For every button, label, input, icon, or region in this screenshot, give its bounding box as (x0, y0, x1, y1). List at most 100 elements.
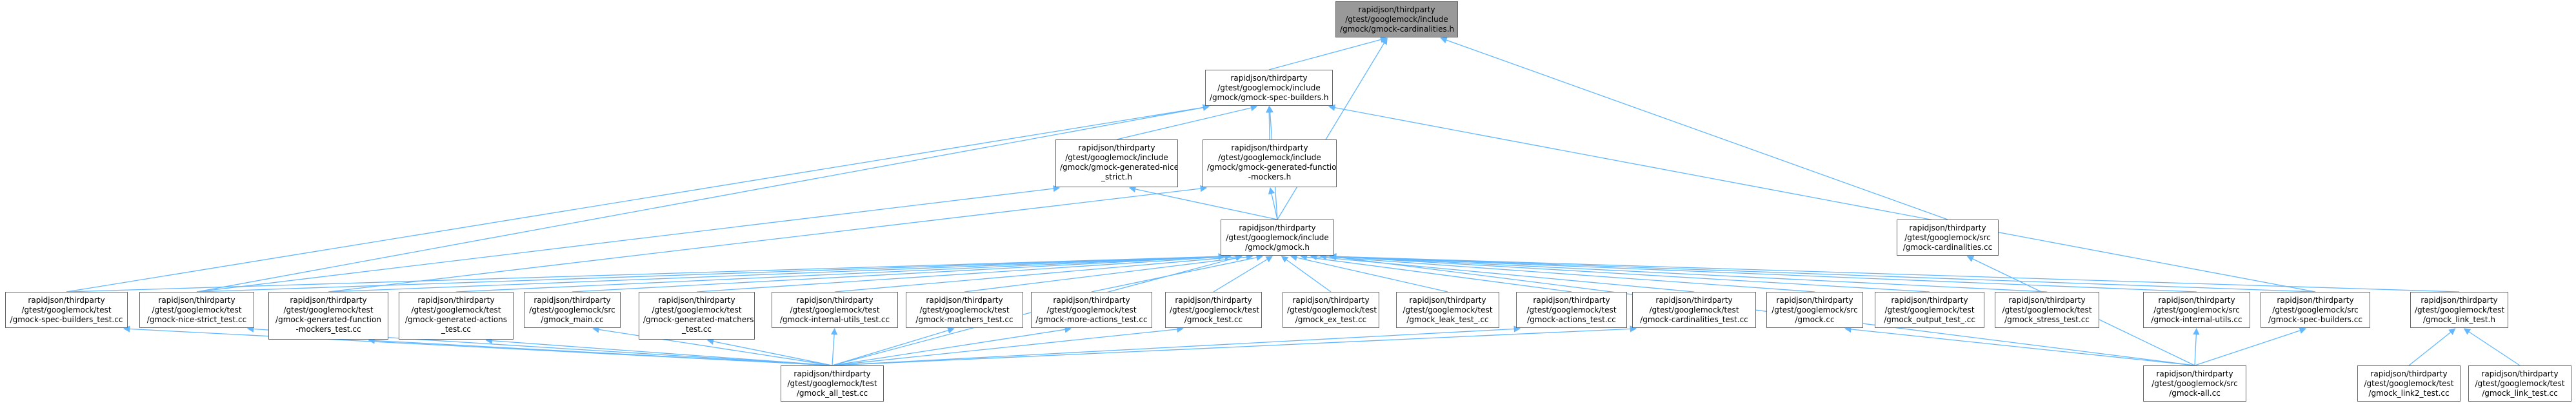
graph-node-func-mockers-h[interactable]: rapidjson/thirdparty/gtest/googlemock/in… (1203, 139, 1337, 187)
graph-node-func-mockers-test[interactable]: rapidjson/thirdparty/gtest/googlemock/te… (268, 292, 388, 340)
edge-all-test-to-internal-utils-test (830, 327, 838, 366)
node-label-line: /gmock_stress_test.cc (2004, 315, 2090, 324)
node-label-line: rapidjson/thirdparty (1909, 223, 1986, 232)
graph-node-more-actions-test[interactable]: rapidjson/thirdparty/gtest/googlemock/te… (1031, 292, 1152, 328)
node-label-line: /gmock_test.cc (1184, 315, 1243, 324)
graph-node-cardinalities-test[interactable]: rapidjson/thirdparty/gtest/googlemock/te… (1632, 292, 1756, 328)
node-label-line: /gtest/googlemock/include (1345, 15, 1448, 24)
graph-node-matchers-test[interactable]: rapidjson/thirdparty/gtest/googlemock/te… (906, 292, 1023, 328)
edge-src-gmock-cc-to-gmock-h (1319, 253, 1815, 292)
graph-node-gmock-test[interactable]: rapidjson/thirdparty/gtest/googlemock/te… (1165, 292, 1262, 328)
node-label-line: /gtest/googlemock/include (1065, 153, 1168, 162)
node-label-line: /gmock-more-actions_test.cc (1035, 315, 1148, 324)
node-label-line: rapidjson/thirdparty (158, 296, 235, 305)
node-label-line: _strict.h (1101, 172, 1132, 181)
edge-spec-builders-test-to-spec-builders-h (66, 104, 1210, 292)
edge-src-all-to-src-spec-builders (2194, 327, 2307, 366)
node-label-line: /gmock-spec-builders.cc (2268, 315, 2362, 324)
graph-node-root: rapidjson/thirdparty/gtest/googlemock/in… (1335, 1, 1458, 37)
node-label-line: rapidjson/thirdparty (1239, 223, 1316, 232)
node-label-line: rapidjson/thirdparty (1078, 143, 1155, 152)
node-label-line: rapidjson/thirdparty (1409, 296, 1486, 305)
node-label-line: /gmock-spec-builders_test.cc (10, 315, 123, 324)
graph-node-ex-test[interactable]: rapidjson/thirdparty/gtest/googlemock/te… (1283, 292, 1379, 328)
node-label-line: /gmock_all_test.cc (796, 389, 868, 398)
graph-node-link2-test[interactable]: rapidjson/thirdparty/gtest/googlemock/te… (2357, 365, 2461, 402)
node-label-line: rapidjson/thirdparty (1655, 296, 1733, 305)
node-label-line: rapidjson/thirdparty (1231, 143, 1308, 152)
graph-node-gen-matchers-test[interactable]: rapidjson/thirdparty/gtest/googlemock/te… (639, 292, 755, 340)
edge-nice-strict-test-to-spec-builders-h (196, 104, 1210, 292)
graph-node-internal-utils-test[interactable]: rapidjson/thirdparty/gtest/googlemock/te… (772, 292, 898, 328)
graph-node-leak-test[interactable]: rapidjson/thirdparty/gtest/googlemock/te… (1396, 292, 1499, 328)
graph-node-gmock-main[interactable]: rapidjson/thirdparty/gtest/googlemock/sr… (524, 292, 621, 328)
edge-src-cardinalities-cc-to-root (1440, 37, 1948, 220)
edge-output-test-to-gmock-h (1328, 253, 1930, 292)
node-label-line: /gmock_link_test.cc (2482, 389, 2558, 398)
node-label-line: rapidjson/thirdparty (2277, 296, 2354, 305)
node-label-line: rapidjson/thirdparty (658, 296, 735, 305)
graph-node-stress-test[interactable]: rapidjson/thirdparty/gtest/googlemock/te… (1995, 292, 2099, 328)
edge-all-test-to-gmock-test (832, 325, 1184, 366)
node-label-line: /gtest/googlemock/src (1772, 305, 1858, 314)
node-label-line: /gmock-internal-utils_test.cc (779, 315, 890, 324)
node-label-line: /gtest/googlemock/test (2364, 379, 2454, 388)
graph-node-nice-strict-test[interactable]: rapidjson/thirdparty/gtest/googlemock/te… (139, 292, 254, 328)
node-label-line: /gmock.cc (1795, 315, 1835, 324)
node-label-line: _test.cc (441, 325, 472, 334)
node-label-line: /gmock-generated-actions (404, 315, 508, 324)
node-label-line: rapidjson/thirdparty (1175, 296, 1252, 305)
graph-node-src-cardinalities-cc[interactable]: rapidjson/thirdparty/gtest/googlemock/sr… (1897, 220, 1999, 256)
edge-all-test-to-matchers-test (832, 327, 955, 366)
node-label-line: /gtest/googlemock/src (529, 305, 615, 314)
node-label-line: rapidjson/thirdparty (534, 296, 611, 305)
graph-node-src-internal-utils[interactable]: rapidjson/thirdparty/gtest/googlemock/sr… (2143, 292, 2250, 328)
graph-node-src-all[interactable]: rapidjson/thirdparty/gtest/googlemock/sr… (2143, 365, 2246, 402)
graph-node-src-gmock-cc[interactable]: rapidjson/thirdparty/gtest/googlemock/sr… (1766, 292, 1863, 328)
node-label-line: /gmock_output_test_.cc (1884, 315, 1975, 324)
edge-all-test-to-cardinalities-test (832, 325, 1637, 366)
node-label-line: /gtest/googlemock/test (21, 305, 112, 314)
node-label-line: rapidjson/thirdparty (417, 296, 495, 305)
graph-node-gen-actions-test[interactable]: rapidjson/thirdparty/gtest/googlemock/te… (399, 292, 514, 340)
node-label-line: /gtest/googlemock/include (1226, 233, 1329, 242)
edge-nice-strict-h-to-spec-builders-h (1116, 105, 1258, 140)
graph-node-gmock-h[interactable]: rapidjson/thirdparty/gtest/googlemock/in… (1221, 220, 1334, 256)
node-label-line: /gmock-generated-function (275, 315, 381, 324)
node-label-line: /gtest/googlemock/src (2152, 379, 2238, 388)
node-label-line: /gtest/googlemock/test (1287, 305, 1377, 314)
node-label-line: /gtest/googlemock/src (1904, 233, 1991, 242)
node-label-line: /gmock-cardinalities.cc (1902, 243, 1993, 252)
node-label-line: /gtest/googlemock/test (1403, 305, 1493, 314)
node-label-line: -mockers.h (1248, 172, 1292, 181)
edge-actions-test-to-gmock-h (1300, 254, 1572, 292)
node-label-line: /gmock_main.cc (541, 315, 604, 324)
node-label-line: rapidjson/thirdparty (794, 369, 871, 378)
graph-node-nice-strict-h[interactable]: rapidjson/thirdparty/gtest/googlemock/in… (1055, 139, 1178, 187)
graph-node-link-test-h[interactable]: rapidjson/thirdparty/gtest/googlemock/te… (2410, 292, 2508, 328)
node-label-line: /gtest/googlemock/test (1649, 305, 1739, 314)
node-label-line: /gtest/googlemock/test (2415, 305, 2505, 314)
graph-node-spec-builders-h[interactable]: rapidjson/thirdparty/gtest/googlemock/in… (1205, 70, 1333, 106)
node-label-line: rapidjson/thirdparty (1292, 296, 1370, 305)
graph-node-spec-builders-test[interactable]: rapidjson/thirdparty/gtest/googlemock/te… (5, 292, 128, 328)
node-label-line: /gtest/googlemock/test (152, 305, 242, 314)
node-label-line: /gmock-generated-matchers (643, 315, 754, 324)
edge-src-internal-utils-to-gmock-h (1329, 253, 2197, 292)
node-label-line: rapidjson/thirdparty (28, 296, 105, 305)
node-label-line: /gtest/googlemock/src (2272, 305, 2359, 314)
node-label-line: /gmock_ex_test.cc (1295, 315, 1367, 324)
graph-node-src-spec-builders[interactable]: rapidjson/thirdparty/gtest/googlemock/sr… (2261, 292, 2370, 328)
node-label-line: /gmock/gmock.h (1245, 243, 1310, 252)
node-label-line: /gtest/googlemock/test (790, 305, 880, 314)
node-label-line: /gtest/googlemock/test (1884, 305, 1975, 314)
edge-matchers-test-to-gmock-h (964, 253, 1253, 292)
graph-node-all-test[interactable]: rapidjson/thirdparty/gtest/googlemock/te… (781, 365, 884, 402)
graph-node-output-test[interactable]: rapidjson/thirdparty/gtest/googlemock/te… (1875, 292, 1984, 328)
node-label-line: rapidjson/thirdparty (2421, 296, 2498, 305)
graph-node-link-test-cc[interactable]: rapidjson/thirdparty/gtest/googlemock/te… (2468, 365, 2571, 402)
node-label-line: /gtest/googlemock/test (1526, 305, 1617, 314)
edge-gmock-h-to-nice-strict-h (1128, 185, 1278, 220)
edge-src-all-to-src-internal-utils (2193, 327, 2200, 366)
graph-node-actions-test[interactable]: rapidjson/thirdparty/gtest/googlemock/te… (1516, 292, 1627, 328)
